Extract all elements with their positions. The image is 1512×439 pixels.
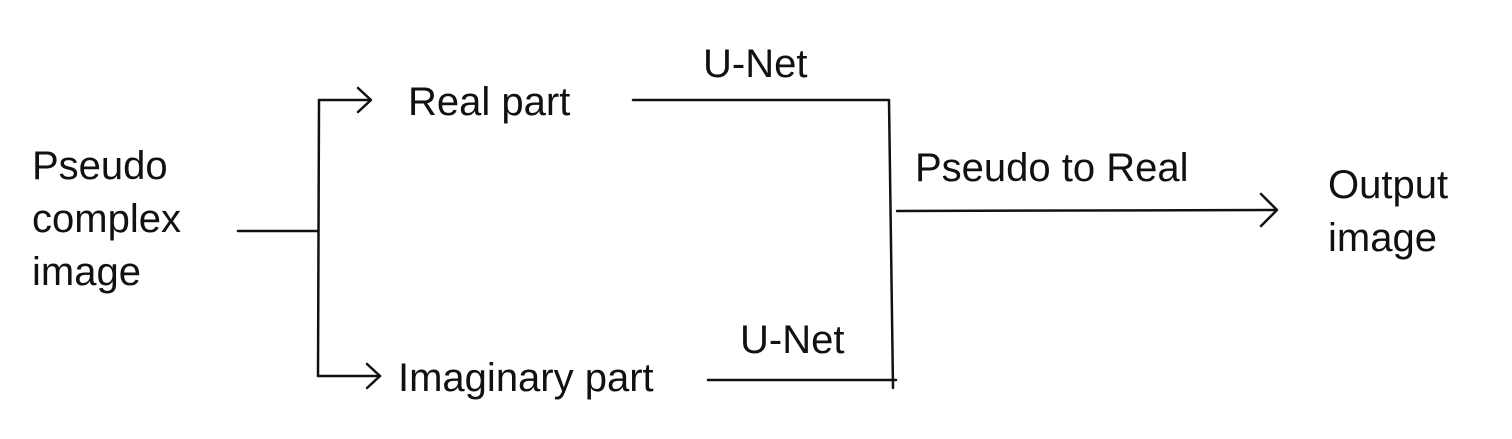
real-part-label: Real part (408, 80, 571, 124)
input-label: Pseudo complex image (32, 140, 232, 299)
real-branch-arrowhead (356, 86, 373, 114)
imag-branch-arrowhead (365, 362, 382, 390)
pseudo-to-real-label: Pseudo to Real (915, 146, 1189, 190)
imaginary-part-label: Imaginary part (398, 356, 654, 400)
merge-vertical-line (887, 98, 895, 390)
input-label-line-2: complex (32, 197, 181, 241)
output-label-line-1: Output (1328, 163, 1449, 207)
unet-bottom-label: U-Net (740, 318, 845, 362)
output-arrow-shaft (895, 208, 1278, 213)
input-label-line-3: image (32, 250, 141, 294)
split-vertical-line (316, 98, 321, 378)
output-label: Output image (1328, 159, 1498, 265)
output-label-line-2: image (1328, 216, 1437, 260)
unet-top-label: U-Net (703, 42, 808, 86)
output-arrowhead (1259, 192, 1279, 228)
input-label-line-1: Pseudo (32, 144, 168, 188)
